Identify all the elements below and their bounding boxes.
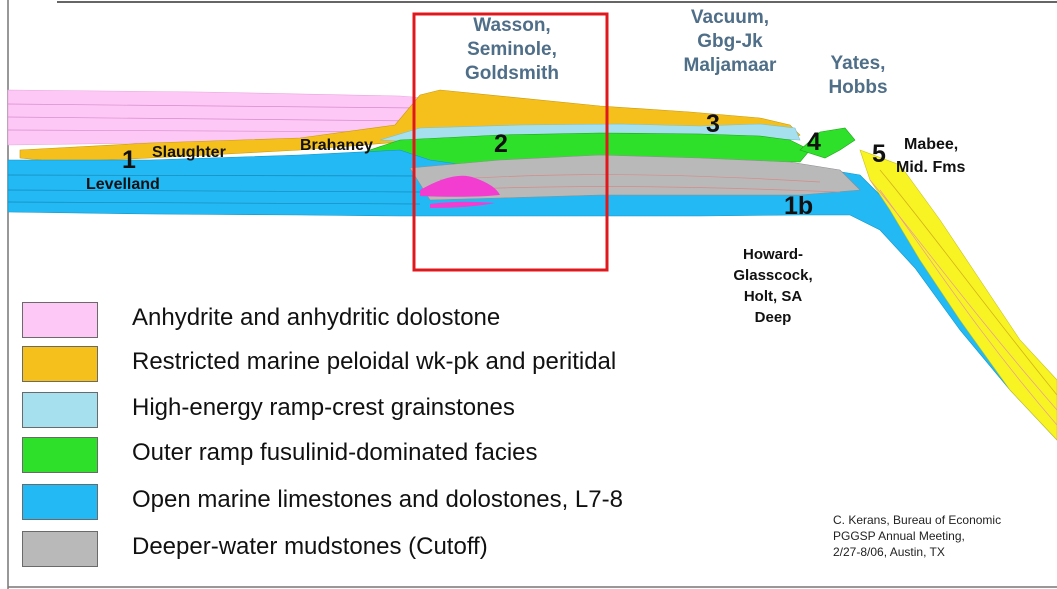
zone-3-number: 3 bbox=[706, 110, 720, 139]
zone-1b-number: 1b bbox=[784, 192, 813, 221]
mudstone-swatch bbox=[22, 531, 98, 567]
zone-1-number: 1 bbox=[122, 146, 136, 175]
brahaney-label: Brahaney bbox=[300, 137, 373, 155]
legend-label: Restricted marine peloidal wk-pk and per… bbox=[132, 348, 616, 376]
legend-label: Open marine limestones and dolostones, L… bbox=[132, 486, 623, 514]
restricted-swatch bbox=[22, 346, 98, 382]
legend-label: High-energy ramp-crest grainstones bbox=[132, 394, 515, 422]
legend-label: Outer ramp fusulinid-dominated facies bbox=[132, 439, 538, 467]
zone-4-number: 4 bbox=[807, 128, 821, 157]
zone-5-number: 5 bbox=[872, 140, 886, 169]
basin-slope-layer bbox=[860, 150, 1057, 440]
wasson-label: Wasson, Seminole, Goldsmith bbox=[437, 14, 587, 86]
yates-label: Yates, Hobbs bbox=[808, 52, 908, 100]
levelland-label: Levelland bbox=[86, 176, 160, 194]
howard-label: Howard- Glasscock, Holt, SA Deep bbox=[718, 244, 828, 328]
vacuum-label: Vacuum, Gbg-Jk Maljamaar bbox=[670, 6, 790, 78]
anhydrite-swatch bbox=[22, 302, 98, 338]
grainstone-swatch bbox=[22, 392, 98, 428]
mabee-label: Mabee, Mid. Fms bbox=[896, 133, 965, 179]
fusulinid-swatch bbox=[22, 437, 98, 473]
legend-label: Deeper-water mudstones (Cutoff) bbox=[132, 533, 488, 561]
zone-2-number: 2 bbox=[494, 130, 508, 159]
legend-label: Anhydrite and anhydritic dolostone bbox=[132, 304, 500, 332]
credit-note: C. Kerans, Bureau of Economic PGGSP Annu… bbox=[833, 512, 1001, 560]
slaughter-label: Slaughter bbox=[152, 144, 226, 162]
open-marine-swatch bbox=[22, 484, 98, 520]
